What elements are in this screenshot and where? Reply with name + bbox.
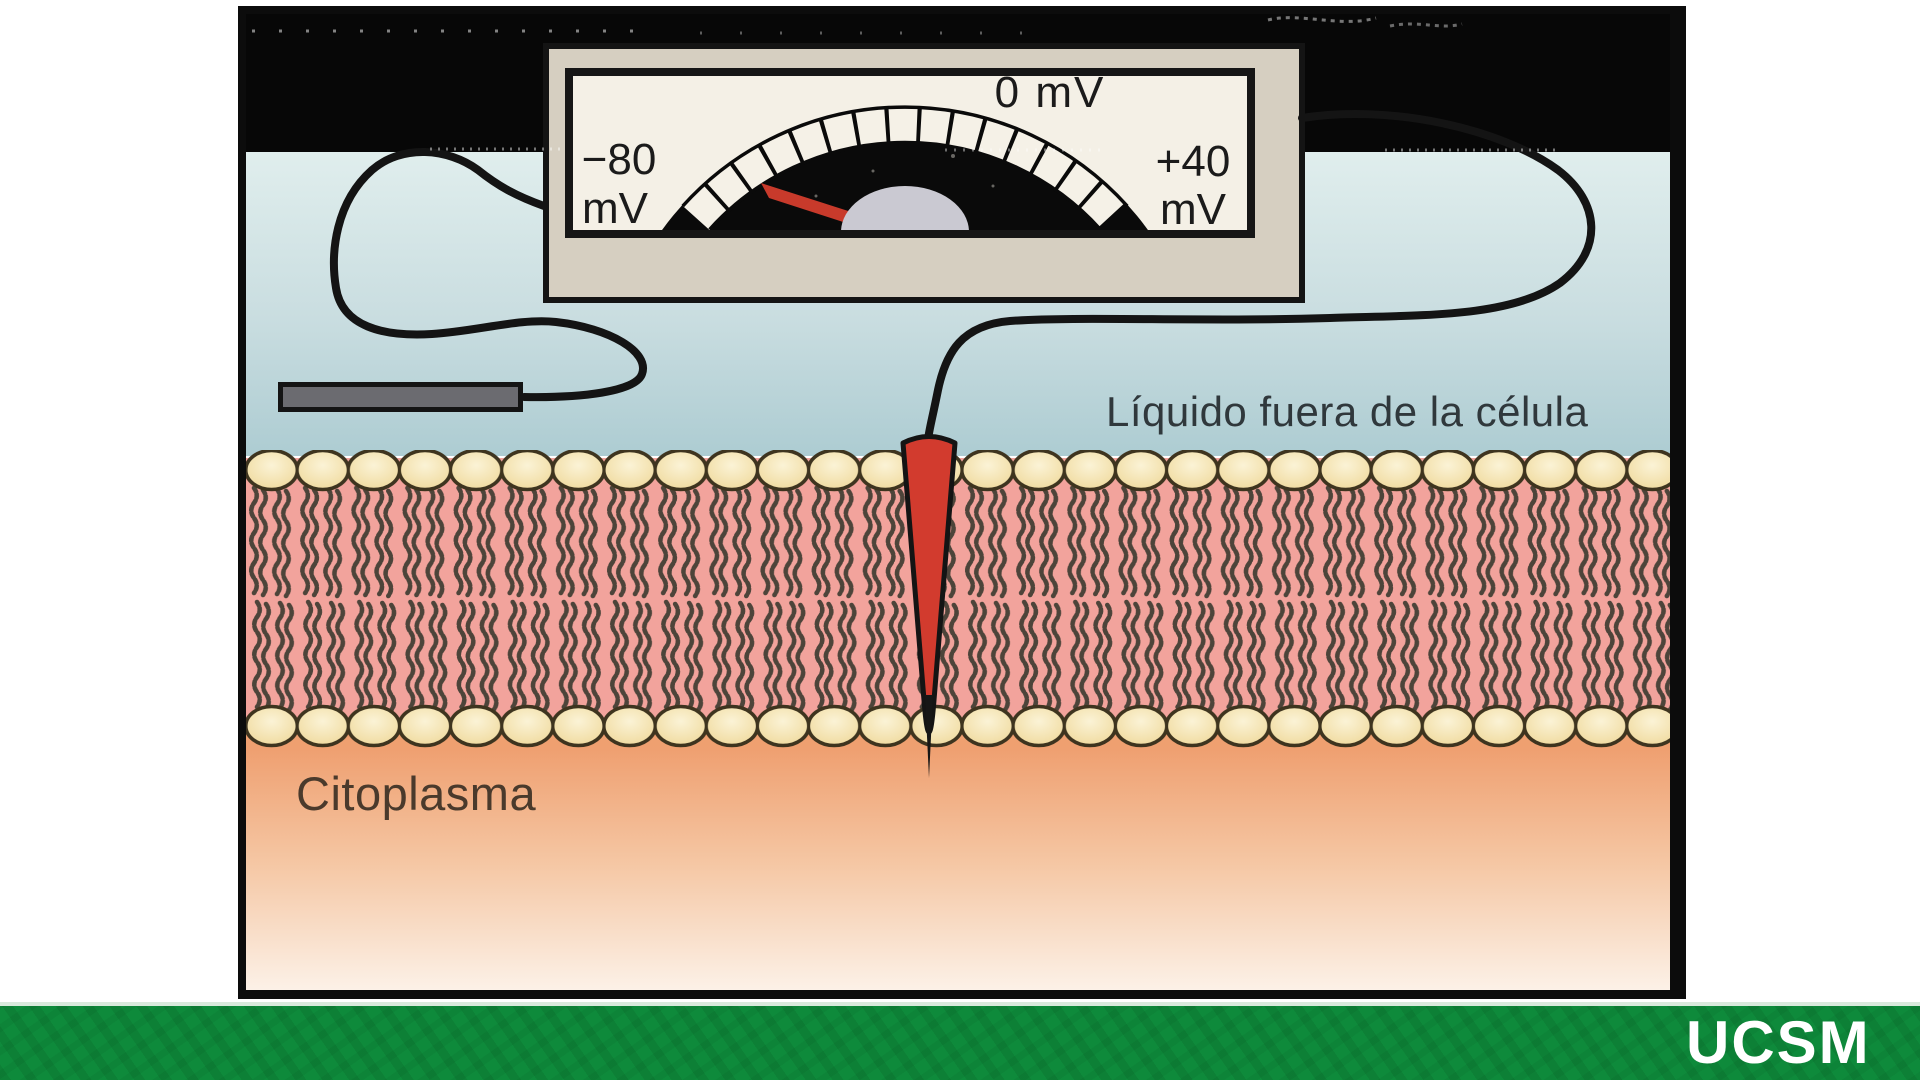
- extracellular-fluid-label: Líquido fuera de la célula: [1106, 388, 1589, 435]
- reference-electrode: [278, 382, 523, 412]
- gauge-label-zero: 0 mV: [995, 76, 1106, 117]
- voltmeter-gauge: 0 mV −80 mV +40 mV: [582, 76, 1231, 230]
- lipid-heads-and-tails: [246, 450, 1670, 750]
- footer-bar: [0, 1002, 1920, 1080]
- gauge-label-minus80-unit: mV: [582, 184, 649, 230]
- voltmeter-face: 0 mV −80 mV +40 mV: [565, 68, 1255, 238]
- cell-membrane-bilayer: [246, 450, 1670, 750]
- cytoplasm-label: Citoplasma: [296, 767, 537, 820]
- gauge-label-minus80: −80: [582, 135, 657, 184]
- gauge-label-plus40: +40: [1156, 137, 1231, 186]
- university-logo: UCSM: [1686, 1009, 1871, 1076]
- gauge-label-plus40-unit: mV: [1160, 185, 1227, 230]
